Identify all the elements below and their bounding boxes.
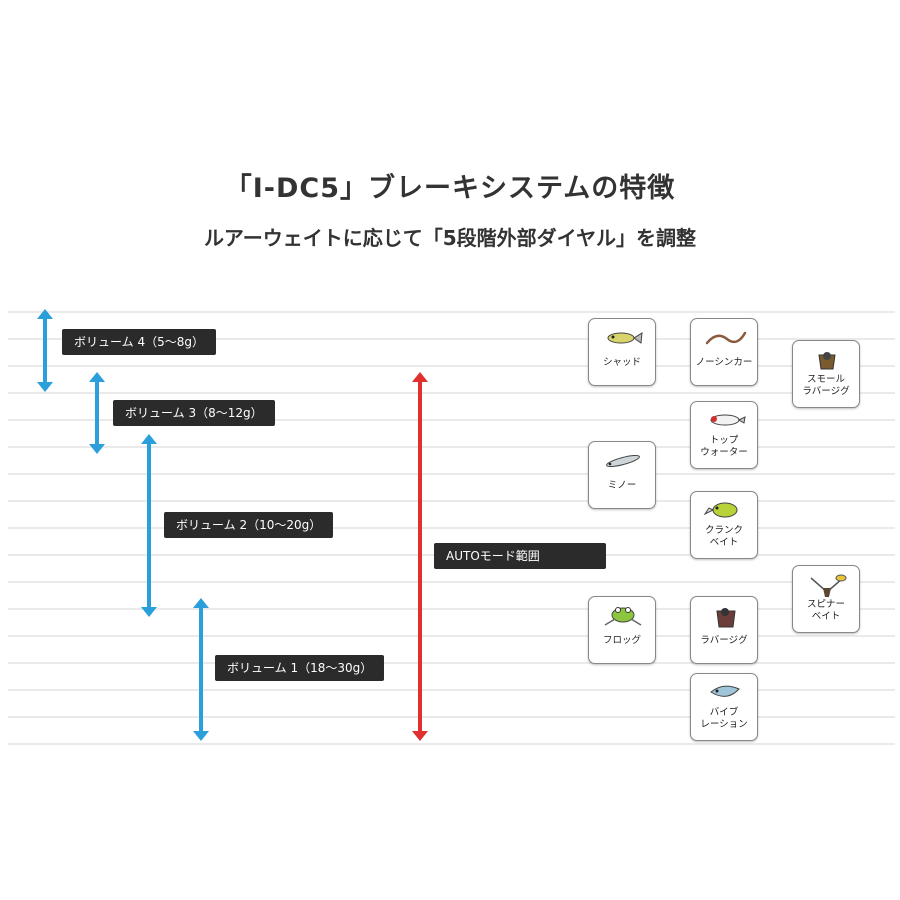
- lure-label: フロッグ: [602, 635, 641, 646]
- lure-label: スピナー ベイト: [806, 599, 845, 622]
- volume-2-arrow: [141, 434, 157, 617]
- range-arrows: [37, 309, 428, 741]
- lure-rubber-jig: ラバージグ: [690, 596, 758, 664]
- spinnerbait-icon: [810, 574, 847, 597]
- topwater-lure-icon: [710, 414, 746, 426]
- volume-4-arrow: [37, 309, 53, 392]
- lure-label: ラバージグ: [700, 635, 748, 646]
- minnow-lure-icon: [606, 454, 640, 468]
- vibration-lure-icon: [710, 685, 740, 697]
- lure-label: スモール ラバージグ: [802, 374, 850, 397]
- frog-lure-icon: [604, 607, 642, 626]
- lure-label: トップ ウォーター: [700, 435, 748, 458]
- small-rubber-jig-icon: [818, 352, 836, 370]
- crankbait-icon: [703, 502, 738, 518]
- rubber-jig-icon: [716, 608, 736, 628]
- lure-label: ミノー: [607, 480, 637, 491]
- grid-lines: [8, 311, 895, 745]
- lure-vibration: バイブ レーション: [690, 673, 758, 741]
- lure-no-sinker: ノーシンカー: [690, 318, 758, 386]
- auto-mode-arrow: [412, 372, 428, 741]
- auto-mode-label: AUTOモード範囲: [434, 543, 606, 569]
- lure-topwater: トップ ウォーター: [690, 401, 758, 469]
- lure-frog: フロッグ: [588, 596, 656, 664]
- lure-label: バイブ レーション: [700, 707, 748, 730]
- lure-small-rubber-jig: スモール ラバージグ: [792, 340, 860, 408]
- lure-spinnerbait: スピナー ベイト: [792, 565, 860, 633]
- subtitle: ルアーウェイトに応じて「5段階外部ダイヤル」を調整: [203, 226, 697, 250]
- no-sinker-worm-icon: [705, 331, 747, 345]
- volume-1-arrow: [193, 598, 209, 741]
- volume-3-label: ボリューム 3（8〜12g）: [113, 400, 275, 426]
- volume-4-label: ボリューム 4（5〜8g）: [62, 329, 216, 355]
- lure-label: シャッド: [602, 357, 641, 368]
- volume-1-label: ボリューム 1（18〜30g）: [215, 655, 385, 681]
- lure-label: クランク ベイト: [704, 525, 743, 548]
- volume-2-label: ボリューム 2（10〜20g）: [164, 512, 334, 538]
- lure-crankbait: クランク ベイト: [690, 491, 758, 559]
- shad-lure-icon: [607, 332, 643, 344]
- lure-shad: シャッド: [588, 318, 656, 386]
- lure-label: ノーシンカー: [695, 357, 753, 368]
- lure-minnow: ミノー: [588, 441, 656, 509]
- main-title: 「I-DC5」ブレーキシステムの特徴: [224, 173, 676, 204]
- volume-3-arrow: [89, 372, 105, 454]
